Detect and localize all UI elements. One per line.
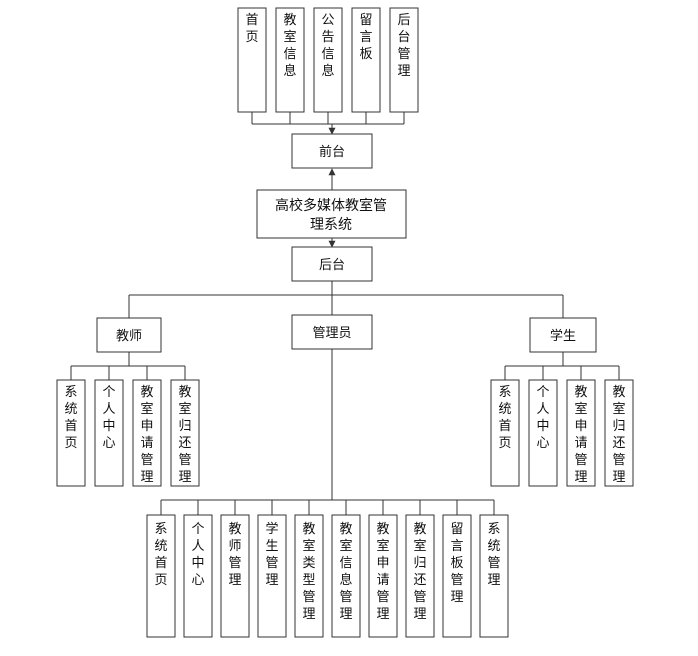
teacher-item-label: 个人中心 xyxy=(102,385,115,451)
teacher-item: 教室申请管理 xyxy=(132,379,162,487)
student-item: 系统首页 xyxy=(490,379,520,487)
admin-item: 教师管理 xyxy=(220,514,250,638)
admin-item: 教室信息管理 xyxy=(331,514,361,638)
teacher-node-label: 教师 xyxy=(116,328,142,344)
front-item: 首页 xyxy=(237,7,267,113)
admin-item: 教室归还管理 xyxy=(405,514,435,638)
front-node-label: 前台 xyxy=(319,144,345,160)
front-item: 公告信息 xyxy=(313,7,343,113)
front-item-label: 教室信息 xyxy=(283,12,296,79)
admin-item: 教室申请管理 xyxy=(368,514,398,638)
admin-item: 系统首页 xyxy=(146,514,176,638)
back-node: 后台 xyxy=(291,246,373,282)
student-connectors xyxy=(504,352,620,380)
teacher-item: 个人中心 xyxy=(94,379,124,487)
front-node: 前台 xyxy=(291,133,373,169)
teacher-node: 教师 xyxy=(96,317,162,353)
root-label-line1: 高校多媒体教室管 xyxy=(275,197,387,214)
root-node: 高校多媒体教室管 理系统 xyxy=(256,189,407,239)
admin-item-label: 系统首页 xyxy=(154,522,167,588)
front-item: 后台管理 xyxy=(389,7,419,113)
admin-node: 管理员 xyxy=(291,314,373,350)
student-node-label: 学生 xyxy=(550,328,576,344)
student-item: 教室归还管理 xyxy=(604,379,634,487)
teacher-item-label: 系统首页 xyxy=(64,385,77,451)
admin-item-label: 教室信息管理 xyxy=(339,521,352,622)
teacher-item-label: 教室申请管理 xyxy=(140,384,153,485)
student-node: 学生 xyxy=(529,317,597,353)
student-item-label: 系统首页 xyxy=(498,385,511,451)
root-label-line2: 理系统 xyxy=(310,217,352,233)
admin-item-label: 教师管理 xyxy=(228,521,241,588)
front-item: 教室信息 xyxy=(275,7,305,113)
front-item-label: 后台管理 xyxy=(397,13,410,79)
admin-item: 教室类型管理 xyxy=(294,514,324,638)
admin-item-label: 系统管理 xyxy=(487,522,500,588)
admin-item: 留言板管理 xyxy=(442,514,472,638)
front-item-label: 留言板 xyxy=(359,13,372,62)
admin-item: 学生管理 xyxy=(257,514,287,638)
teacher-connectors xyxy=(70,352,186,380)
admin-node-label: 管理员 xyxy=(312,326,351,341)
student-item: 教室申请管理 xyxy=(566,379,596,487)
admin-item: 系统管理 xyxy=(479,514,509,638)
student-item: 个人中心 xyxy=(528,379,558,487)
student-item-label: 教室归还管理 xyxy=(612,384,625,485)
teacher-item-label: 教室归还管理 xyxy=(178,384,191,485)
admin-item-label: 教室申请管理 xyxy=(376,521,389,622)
admin-item-label: 学生管理 xyxy=(265,521,278,588)
back-node-label: 后台 xyxy=(319,258,345,273)
admin-item-label: 个人中心 xyxy=(191,522,204,588)
admin-item-label: 留言板管理 xyxy=(450,522,463,605)
front-connectors xyxy=(251,112,405,135)
teacher-item: 教室归还管理 xyxy=(170,379,200,487)
student-item-label: 教室申请管理 xyxy=(574,384,587,485)
front-item-label: 公告信息 xyxy=(321,13,334,79)
front-item-label: 首页 xyxy=(245,13,258,45)
student-item-label: 个人中心 xyxy=(536,385,549,451)
admin-item: 个人中心 xyxy=(183,514,213,638)
teacher-item: 系统首页 xyxy=(56,379,86,487)
role-connectors xyxy=(128,281,564,318)
admin-connectors xyxy=(160,349,495,515)
admin-item-label: 教室类型管理 xyxy=(302,521,315,622)
front-item: 留言板 xyxy=(351,7,381,113)
admin-item-label: 教室归还管理 xyxy=(413,521,426,622)
